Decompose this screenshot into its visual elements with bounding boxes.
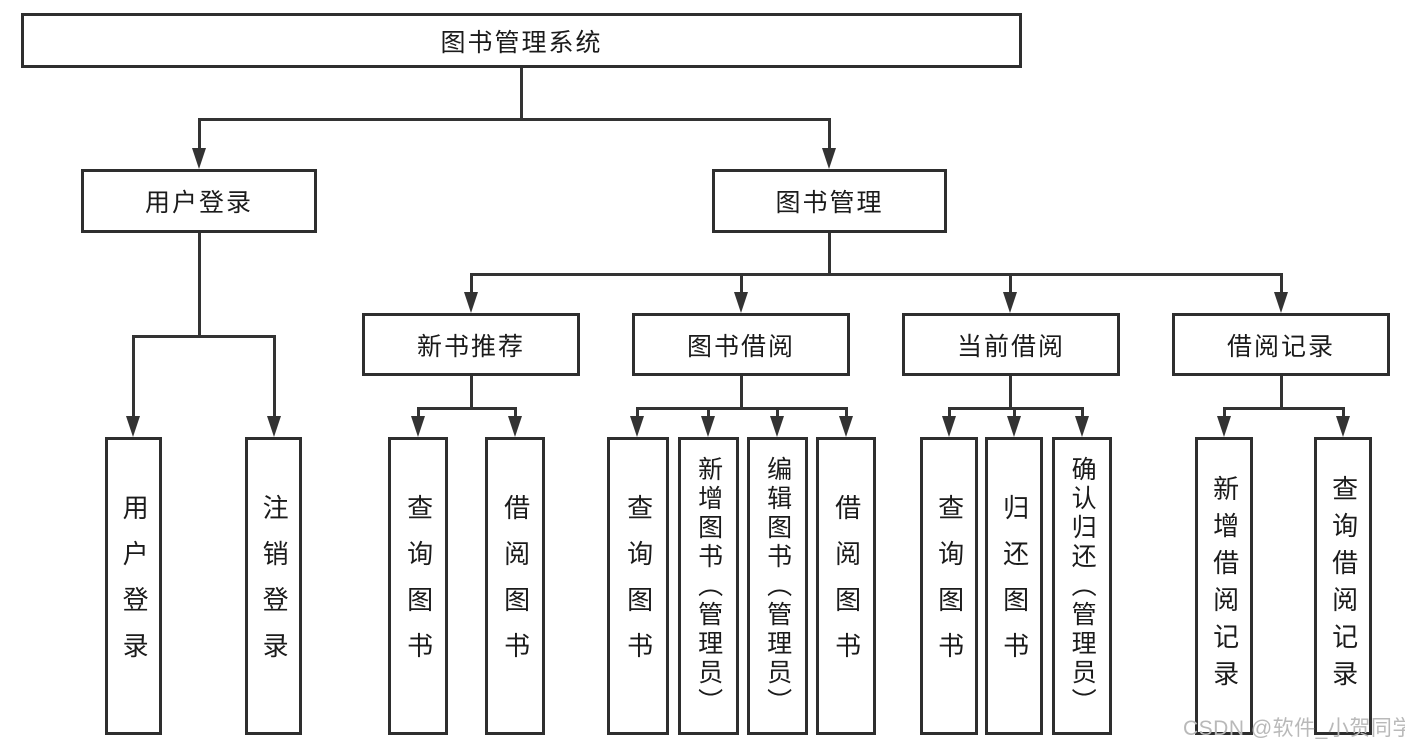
connector-stub (845, 407, 848, 416)
connector-stub (1223, 407, 1226, 416)
node-root-label: 图书管理系统 (440, 28, 603, 57)
connector-stub (1009, 273, 1012, 292)
arrow-down-icon (1007, 416, 1021, 437)
leaf-br-query-record: 查询借阅记录 (1314, 437, 1372, 735)
arrow-down-icon (267, 416, 281, 437)
node-borrow-records-label: 借阅记录 (1226, 332, 1335, 361)
arrow-down-icon (464, 292, 478, 313)
connector-stub (1280, 273, 1283, 292)
connector-stub (707, 407, 710, 416)
node-user-login-label: 用户登录 (144, 189, 253, 217)
connector-hline (471, 273, 1281, 276)
connector-stub (514, 407, 517, 416)
node-new-book-recommend-label: 新书推荐 (416, 332, 525, 361)
connector-stub (1342, 407, 1345, 416)
node-book-management-label: 图书管理 (775, 189, 884, 217)
connector-vline (198, 233, 201, 335)
leaf-cb-confirm-return: 确认归还（管理员） (1052, 437, 1112, 735)
connector-vline (470, 376, 473, 407)
connector-stub (1081, 407, 1084, 416)
arrow-down-icon (630, 416, 644, 437)
arrow-down-icon (508, 416, 522, 437)
connector-hline (133, 335, 274, 338)
connector-hline (637, 407, 846, 410)
connector-hline (199, 118, 829, 121)
leaf-cb-query-books: 查询图书 (920, 437, 978, 735)
connector-stub (636, 407, 639, 416)
leaf-bb-borrow-books-label: 借阅图书 (831, 494, 862, 678)
arrow-down-icon (770, 416, 784, 437)
arrow-down-icon (942, 416, 956, 437)
arrow-down-icon (734, 292, 748, 313)
csdn-watermark: CSDN @软件_小贺同学 (1183, 717, 1405, 740)
node-book-management: 图书管理 (712, 169, 947, 233)
connector-vline (520, 68, 523, 118)
connector-vline (740, 376, 743, 407)
connector-stub (828, 118, 831, 148)
leaf-cb-query-books-label: 查询图书 (934, 494, 965, 678)
arrow-down-icon (839, 416, 853, 437)
arrow-down-icon (1274, 292, 1288, 313)
arrow-down-icon (701, 416, 715, 437)
arrow-down-icon (1075, 416, 1089, 437)
connector-stub (198, 118, 201, 148)
leaf-cb-return-books-label: 归还图书 (999, 494, 1030, 678)
node-book-borrow: 图书借阅 (632, 313, 850, 376)
leaf-bb-edit-books-label: 编辑图书（管理员） (763, 455, 792, 717)
arrow-down-icon (822, 148, 836, 169)
connector-stub (948, 407, 951, 416)
leaf-rec-query-books-label: 查询图书 (403, 494, 434, 678)
leaf-bb-add-books: 新增图书（管理员） (678, 437, 739, 735)
leaf-cb-return-books: 归还图书 (985, 437, 1043, 735)
leaf-bb-add-books-label: 新增图书（管理员） (694, 455, 723, 717)
node-book-borrow-label: 图书借阅 (686, 332, 795, 361)
node-current-borrow-label: 当前借阅 (956, 332, 1065, 361)
node-root-system: 图书管理系统 (21, 13, 1022, 68)
leaf-bb-query-books: 查询图书 (607, 437, 669, 735)
leaf-br-query-record-label: 查询借阅记录 (1328, 475, 1359, 697)
leaf-cb-confirm-return-label: 确认归还（管理员） (1068, 455, 1097, 717)
connector-stub (417, 407, 420, 416)
connector-hline (1224, 407, 1343, 410)
leaf-rec-borrow-books: 借阅图书 (485, 437, 545, 735)
connector-stub (273, 335, 276, 416)
leaf-bb-borrow-books: 借阅图书 (816, 437, 876, 735)
arrow-down-icon (192, 148, 206, 169)
connector-vline (828, 233, 831, 273)
leaf-logout-label: 注销登录 (259, 494, 290, 678)
leaf-user-login: 用户登录 (105, 437, 162, 735)
leaf-rec-borrow-books-label: 借阅图书 (500, 494, 531, 678)
connector-vline (1280, 376, 1283, 407)
connector-stub (740, 273, 743, 292)
connector-hline (418, 407, 515, 410)
leaf-bb-edit-books: 编辑图书（管理员） (747, 437, 808, 735)
leaf-user-login-label: 用户登录 (119, 494, 150, 678)
arrow-down-icon (411, 416, 425, 437)
leaf-logout: 注销登录 (245, 437, 302, 735)
arrow-down-icon (1003, 292, 1017, 313)
arrow-down-icon (1217, 416, 1231, 437)
node-borrow-records: 借阅记录 (1172, 313, 1390, 376)
connector-stub (776, 407, 779, 416)
connector-stub (132, 335, 135, 416)
connector-stub (470, 273, 473, 292)
connector-vline (1009, 376, 1012, 407)
node-user-login: 用户登录 (81, 169, 317, 233)
connector-stub (1013, 407, 1016, 416)
leaf-bb-query-books-label: 查询图书 (623, 494, 654, 678)
arrow-down-icon (126, 416, 140, 437)
node-new-book-recommend: 新书推荐 (362, 313, 580, 376)
node-current-borrow: 当前借阅 (902, 313, 1120, 376)
arrow-down-icon (1336, 416, 1350, 437)
leaf-br-add-record-label: 新增借阅记录 (1209, 475, 1240, 697)
leaf-br-add-record: 新增借阅记录 (1195, 437, 1253, 735)
leaf-rec-query-books: 查询图书 (388, 437, 448, 735)
